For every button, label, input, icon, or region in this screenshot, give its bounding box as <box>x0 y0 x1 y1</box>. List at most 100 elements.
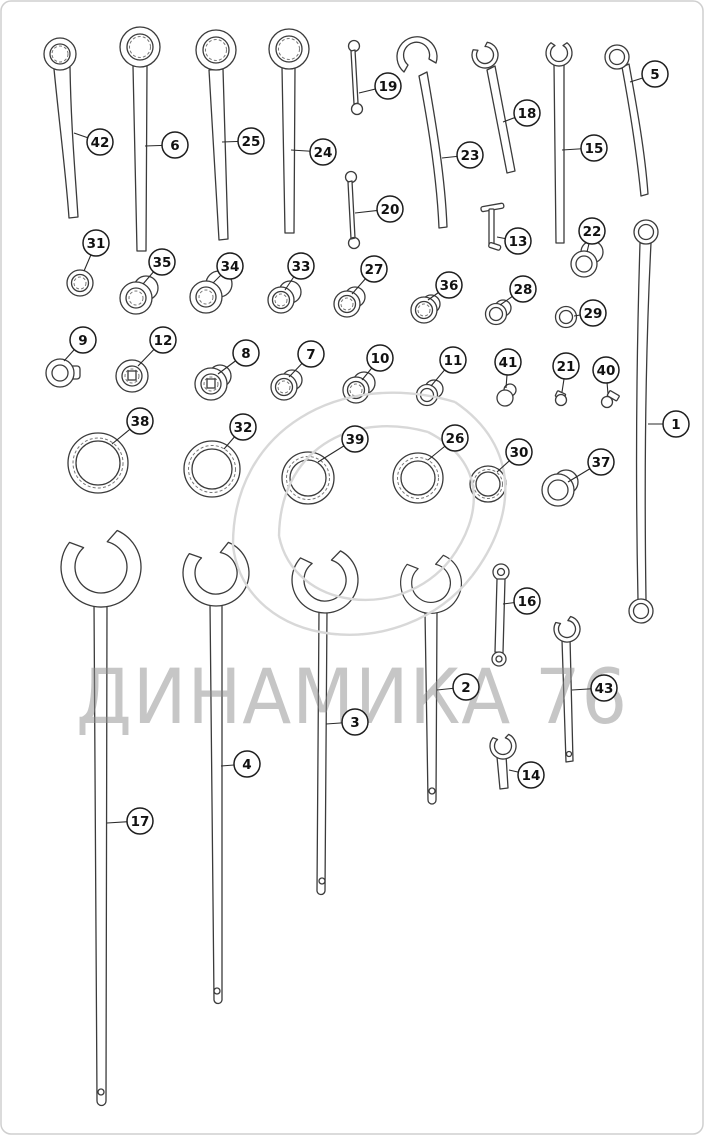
callout-11[interactable]: 11 <box>430 346 467 387</box>
callout-circle <box>341 708 369 736</box>
callout-10[interactable]: 10 <box>361 344 394 381</box>
callout-number: 21 <box>557 359 576 375</box>
part-25-ring-wrench <box>195 29 237 241</box>
callout-circle <box>435 271 463 299</box>
callout-circle <box>360 255 388 283</box>
part-12-socket <box>115 359 149 393</box>
callout-31[interactable]: 31 <box>82 229 110 272</box>
callout-19[interactable]: 19 <box>358 72 402 100</box>
callout-number: 5 <box>650 67 659 83</box>
callout-circle <box>587 448 615 476</box>
callout-9[interactable]: 9 <box>63 326 97 362</box>
part-15-open-end-wrench <box>545 42 573 244</box>
callout-5[interactable]: 5 <box>629 60 669 88</box>
callout-3[interactable]: 3 <box>325 708 369 736</box>
callout-number: 30 <box>510 445 529 461</box>
part-43-open-end-wrench <box>550 614 585 763</box>
callout-circle <box>452 673 480 701</box>
callout-number: 16 <box>518 594 537 610</box>
callout-circle <box>237 127 265 155</box>
part-42-box-wrench <box>43 37 79 219</box>
callout-circle <box>579 299 607 327</box>
callout-number: 41 <box>499 355 518 371</box>
callout-7[interactable]: 7 <box>288 340 325 378</box>
callout-number: 14 <box>522 768 541 784</box>
callout-1[interactable]: 1 <box>648 410 690 438</box>
callout-20[interactable]: 20 <box>354 195 404 223</box>
callout-number: 39 <box>346 432 365 448</box>
callout-35[interactable]: 35 <box>142 248 176 285</box>
part-4-fork-wrench <box>176 538 258 1005</box>
callout-39[interactable]: 39 <box>317 425 369 463</box>
callout-number: 24 <box>314 145 333 161</box>
callout-number: 28 <box>514 282 533 298</box>
callout-26[interactable]: 26 <box>427 424 469 461</box>
callout-12[interactable]: 12 <box>137 326 177 367</box>
callout-23[interactable]: 23 <box>441 141 484 169</box>
part-24-ring-wrench <box>268 28 310 234</box>
part-14-fork-wrench <box>487 732 520 790</box>
callout-41[interactable]: 41 <box>494 348 522 389</box>
part-16-pin-rod <box>491 563 510 667</box>
callout-28[interactable]: 28 <box>499 275 537 306</box>
callout-number: 20 <box>381 202 400 218</box>
callout-2[interactable]: 2 <box>436 673 480 701</box>
callout-circle <box>126 407 154 435</box>
part-20-hook-spanner <box>344 170 361 250</box>
callout-16[interactable]: 16 <box>502 587 541 615</box>
callout-37[interactable]: 37 <box>567 448 615 483</box>
callout-number: 31 <box>87 236 106 252</box>
callout-number: 34 <box>221 259 240 275</box>
callout-34[interactable]: 34 <box>212 252 244 284</box>
callout-number: 27 <box>365 262 384 278</box>
callout-circle <box>232 339 260 367</box>
callout-30[interactable]: 30 <box>496 438 533 473</box>
callout-15[interactable]: 15 <box>561 134 608 162</box>
callout-32[interactable]: 32 <box>223 413 257 450</box>
callout-4[interactable]: 4 <box>220 750 261 778</box>
part-6-ring-wrench <box>119 26 161 252</box>
callout-8[interactable]: 8 <box>217 339 260 375</box>
callout-circle <box>297 340 325 368</box>
part-27-socket <box>333 286 366 318</box>
callout-43[interactable]: 43 <box>571 674 618 702</box>
callout-13[interactable]: 13 <box>496 227 532 255</box>
callout-27[interactable]: 27 <box>351 255 388 295</box>
callout-25[interactable]: 25 <box>221 127 265 155</box>
callout-circle <box>341 425 369 453</box>
callout-number: 37 <box>592 455 611 471</box>
callout-24[interactable]: 24 <box>290 138 337 166</box>
callout-33[interactable]: 33 <box>284 252 315 291</box>
callout-17[interactable]: 17 <box>106 807 154 835</box>
callout-circle <box>641 60 669 88</box>
callout-29[interactable]: 29 <box>573 299 607 327</box>
part-3-fork-wrench <box>287 548 364 896</box>
callout-circle <box>229 413 257 441</box>
part-37-ring-nut <box>541 469 579 507</box>
callout-circle <box>233 750 261 778</box>
part-40-plug <box>600 390 620 409</box>
callout-6[interactable]: 6 <box>144 131 189 159</box>
callout-18[interactable]: 18 <box>502 99 541 127</box>
callout-circle <box>376 195 404 223</box>
callout-number: 2 <box>461 680 470 696</box>
callout-21[interactable]: 21 <box>552 352 580 393</box>
part-7-socket <box>270 369 303 401</box>
part-23-pin-spanner <box>396 36 448 229</box>
callout-22[interactable]: 22 <box>578 217 606 253</box>
callout-number: 29 <box>584 306 603 322</box>
callout-number: 12 <box>154 333 173 349</box>
callout-circle <box>580 134 608 162</box>
callout-38[interactable]: 38 <box>111 407 154 445</box>
part-17-fork-wrench <box>53 526 151 1107</box>
callout-42[interactable]: 42 <box>73 128 114 156</box>
callout-circle <box>505 438 533 466</box>
callout-circle <box>366 344 394 372</box>
callout-36[interactable]: 36 <box>427 271 463 301</box>
callout-40[interactable]: 40 <box>592 356 620 395</box>
callout-number: 13 <box>509 234 528 250</box>
callout-14[interactable]: 14 <box>508 761 545 789</box>
part-13-angle-key <box>480 202 505 251</box>
